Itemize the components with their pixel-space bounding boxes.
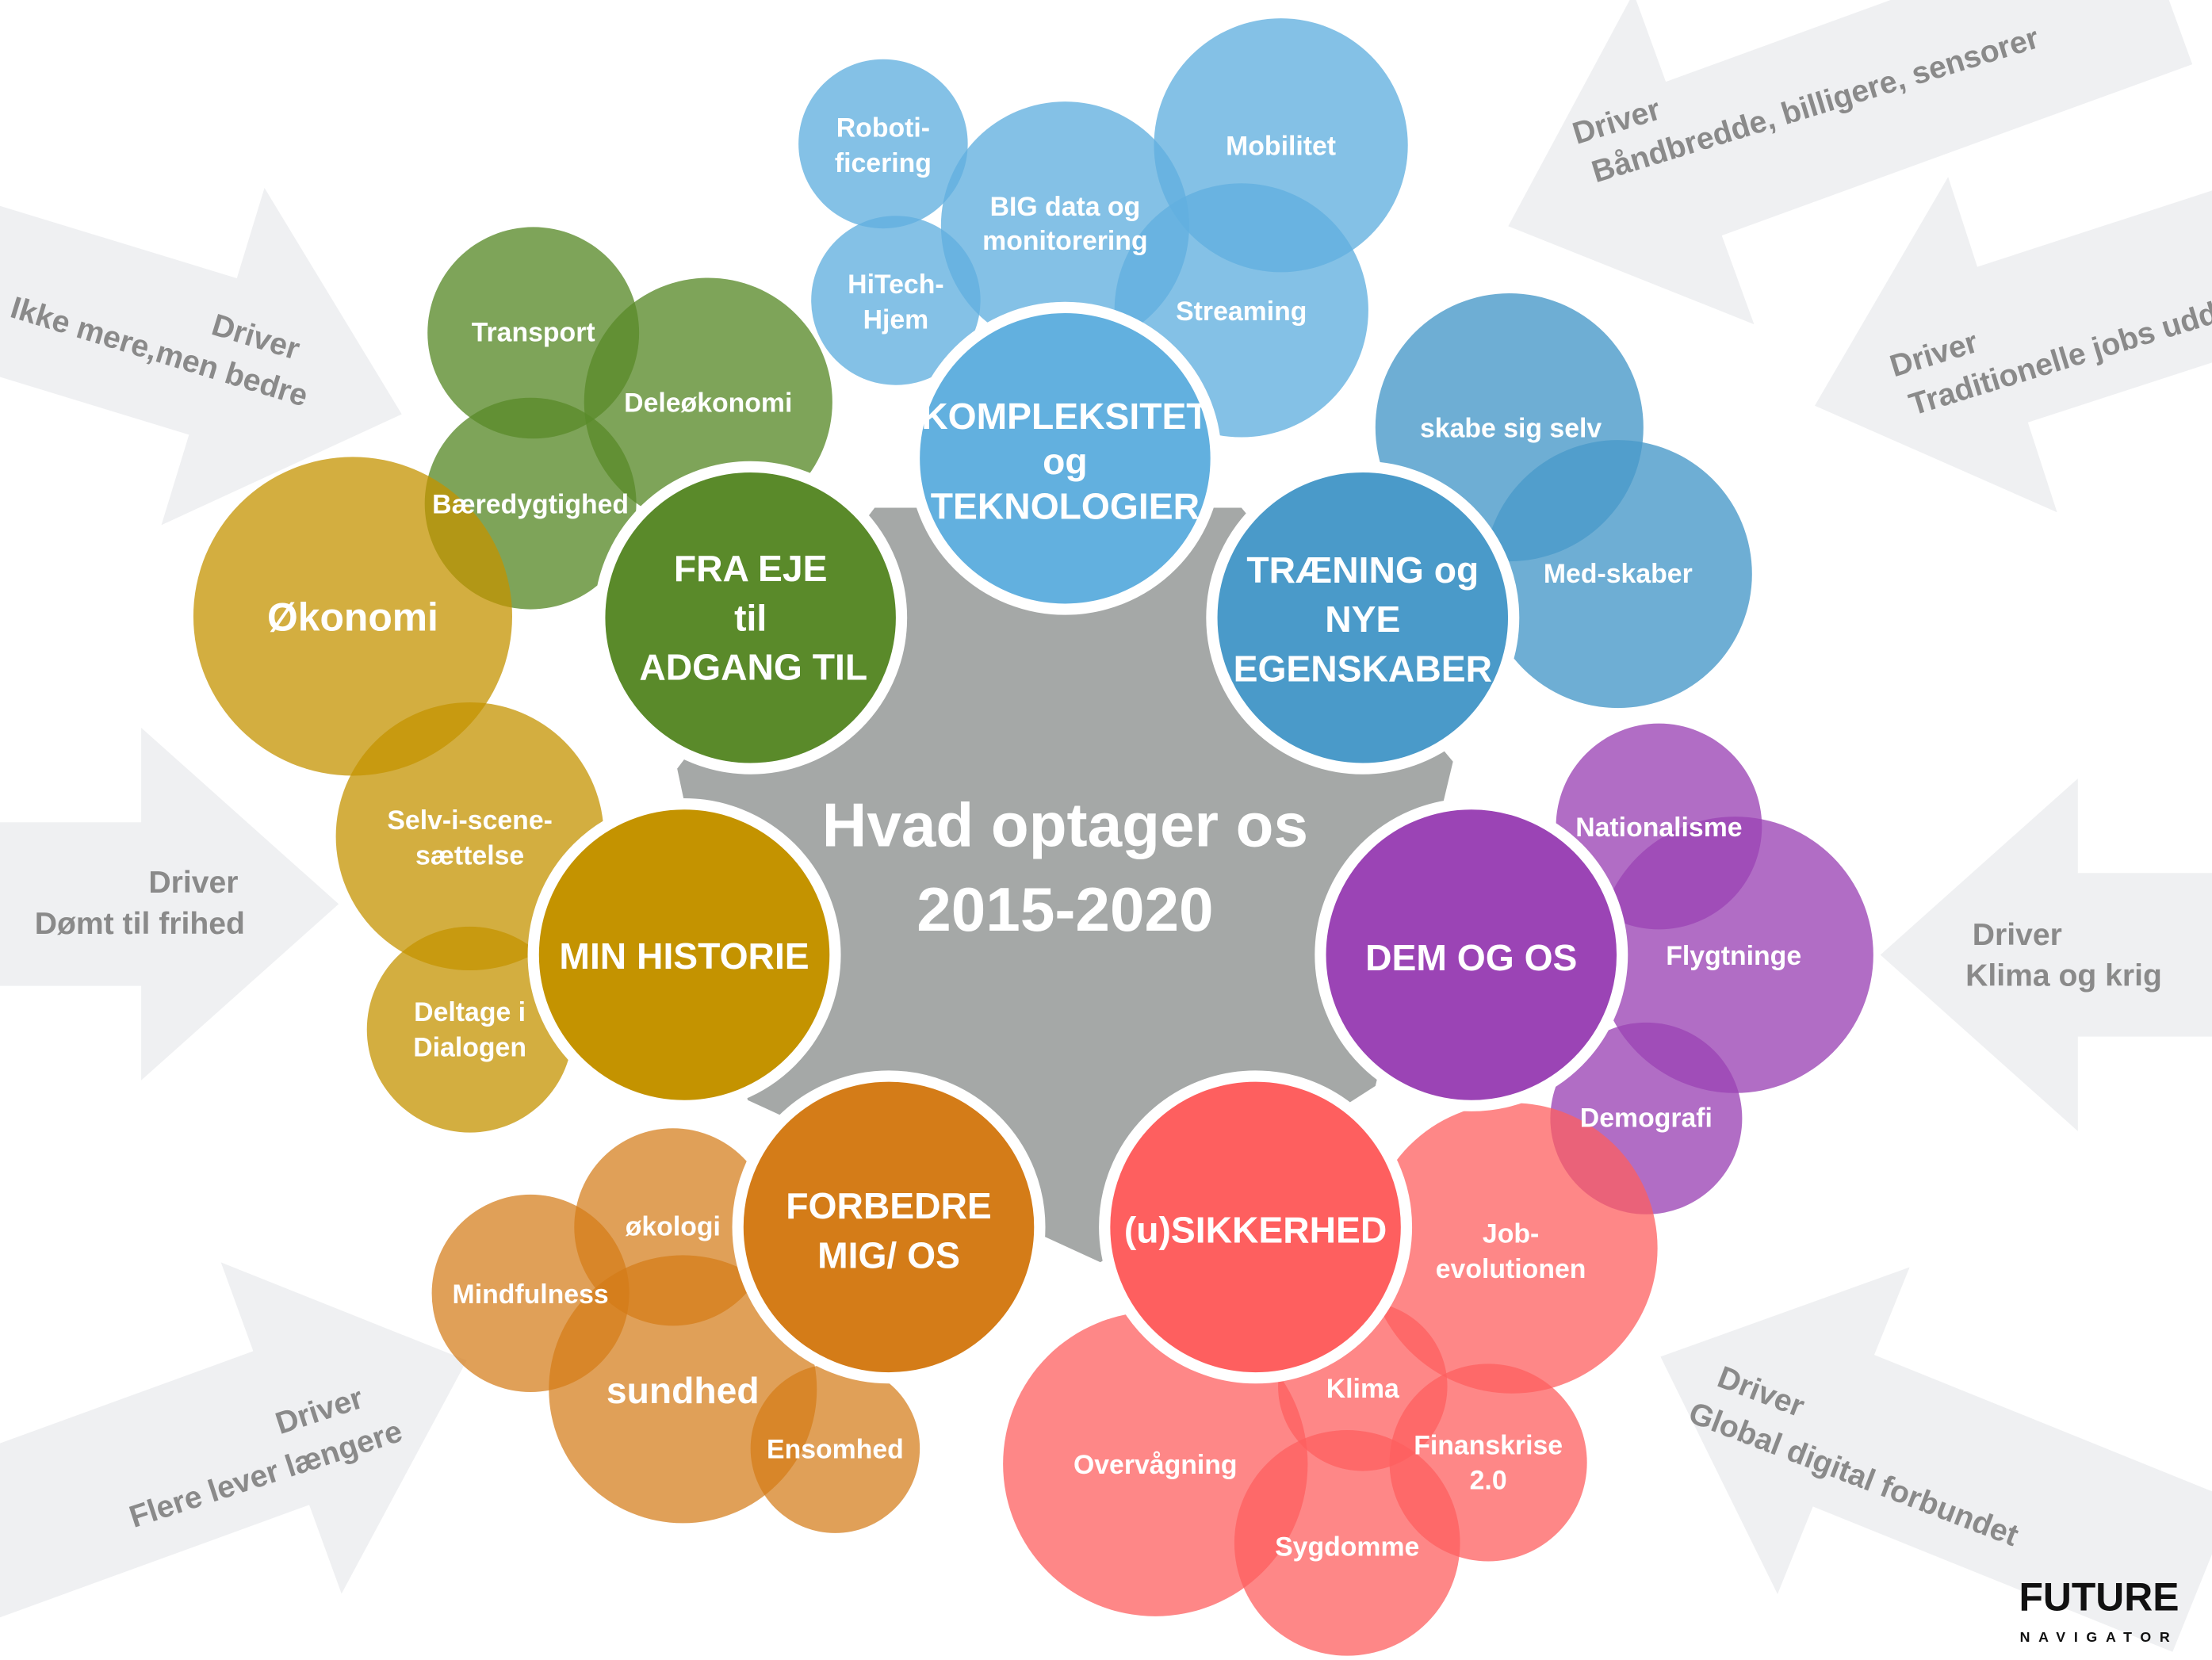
label-bigdata-2: monitorering — [982, 226, 1147, 256]
hub-label: EGENSKABER — [1234, 648, 1492, 689]
label-flygtninge: Flygtninge — [1666, 941, 1801, 971]
hub-label: TEKNOLOGIER — [931, 486, 1200, 527]
label-job-2: evolutionen — [1436, 1254, 1586, 1284]
hub-traening: TRÆNING og NYE EGENSKABER — [1206, 461, 1520, 775]
security-bubbles — [1003, 1103, 1658, 1656]
hub-label: MIG/ OS — [817, 1234, 960, 1276]
driver-text: Klima og krig — [1965, 959, 2162, 993]
hub-label: FORBEDRE — [786, 1185, 992, 1226]
bubble-hitech — [811, 216, 981, 385]
hub-circles: KOMPLEKSITET og TEKNOLOGIER FRA EJE til … — [527, 301, 1628, 1384]
hub-label: til — [734, 597, 767, 638]
hub-label: FRA EJE — [674, 548, 828, 589]
driver-label: Driver — [1973, 918, 2062, 952]
label-selv-2: sættelse — [415, 841, 524, 871]
label-deleokonomi: Deleøkonomi — [624, 388, 792, 418]
label-hitech-2: Hjem — [863, 305, 929, 335]
driver-arrow-ikke-mere: Driver Ikke mere,men bedre — [0, 41, 453, 583]
label-demografi: Demografi — [1580, 1103, 1713, 1134]
label-hitech: HiTech- — [848, 270, 943, 300]
label-mobilitet: Mobilitet — [1226, 132, 1336, 162]
label-okonomi: Økonomi — [267, 595, 438, 639]
bubble-deltage — [366, 926, 573, 1133]
label-streaming: Streaming — [1176, 296, 1307, 327]
bubble-overvaagning — [1003, 1311, 1308, 1616]
logo-line2: NAVIGATOR — [2020, 1629, 2179, 1645]
hub-label: og — [1043, 441, 1088, 482]
bubble-flygtninge — [1597, 817, 1873, 1093]
bubble-medskaber — [1483, 440, 1752, 709]
driver-text: Dømt til frihed — [35, 907, 245, 941]
bubble-job — [1367, 1103, 1658, 1394]
label-deltage: Deltage i — [414, 997, 526, 1027]
label-baeredygtighed: Bæredygtighed — [432, 490, 629, 520]
hub-fra-eje: FRA EJE til ADGANG TIL — [594, 461, 908, 775]
bubble-ensomhed — [750, 1364, 920, 1533]
bubble-sundhed — [549, 1255, 817, 1524]
label-robot-2: ficering — [835, 148, 932, 178]
hub-label: NYE — [1325, 599, 1400, 640]
label-mindfulness: Mindfulness — [453, 1279, 609, 1310]
hub-sikkerhed: (u)SIKKERHED — [1099, 1070, 1413, 1384]
logo-line1: FUTURE — [2019, 1575, 2179, 1620]
label-nationalisme: Nationalisme — [1575, 813, 1742, 843]
driver-arrow-domt-til-frihed: Driver Dømt til frihed — [0, 728, 339, 1081]
hub-label: (u)SIKKERHED — [1124, 1209, 1387, 1250]
label-klima: Klima — [1326, 1374, 1400, 1404]
center-subtitle: 2015-2020 — [917, 874, 1213, 944]
future-navigator-logo: FUTURE NAVIGATOR — [2019, 1575, 2179, 1645]
label-job: Job- — [1483, 1218, 1539, 1249]
hub-label: ADGANG TIL — [639, 647, 867, 688]
driver-arrow-flere-lever: Driver Flere lever længere — [0, 1195, 527, 1660]
hub-label: KOMPLEKSITET — [921, 396, 1208, 437]
label-selv: Selv-i-scene- — [387, 805, 553, 836]
label-skabe: skabe sig selv — [1420, 414, 1602, 444]
label-finanskrise-2: 2.0 — [1470, 1466, 1507, 1496]
label-finanskrise: Finanskrise — [1414, 1430, 1563, 1460]
hub-forbedre: FORBEDRE MIG/ OS — [732, 1070, 1046, 1384]
label-bigdata: BIG data og — [990, 192, 1141, 222]
label-robot: Roboti- — [836, 113, 930, 143]
label-okologi: økologi — [626, 1211, 721, 1241]
label-ensomhed: Ensomhed — [767, 1435, 904, 1465]
improve-bubbles — [431, 1128, 920, 1533]
bubble-sygdomme — [1234, 1430, 1460, 1656]
hub-min-historie: MIN HISTORIE — [527, 797, 841, 1111]
bubble-labels: Roboti- ficering BIG data og monitorerin… — [267, 113, 1801, 1562]
hub-label: MIN HISTORIE — [559, 935, 809, 977]
driver-arrow-klima-og-krig: Driver Klima og krig — [1880, 778, 2212, 1131]
label-sundhed: sundhed — [607, 1370, 760, 1411]
hub-label: TRÆNING og — [1246, 549, 1479, 591]
label-medskaber: Med-skaber — [1544, 559, 1693, 589]
dem-og-os-bubbles — [1550, 723, 1873, 1214]
label-deltage-2: Dialogen — [413, 1033, 526, 1063]
bubble-robot — [798, 59, 968, 229]
bubble-okonomi — [193, 457, 512, 776]
hub-dem-og-os: DEM OG OS — [1315, 797, 1628, 1111]
label-sygdomme: Sygdomme — [1275, 1532, 1419, 1562]
center-title: Hvad optager os — [822, 790, 1308, 859]
hub-label: DEM OG OS — [1365, 937, 1577, 978]
label-overvaagning: Overvågning — [1073, 1450, 1238, 1480]
driver-label: Driver — [148, 866, 238, 900]
label-transport: Transport — [472, 318, 595, 348]
hub-kompleksitet: KOMPLEKSITET og TEKNOLOGIER — [908, 301, 1222, 615]
